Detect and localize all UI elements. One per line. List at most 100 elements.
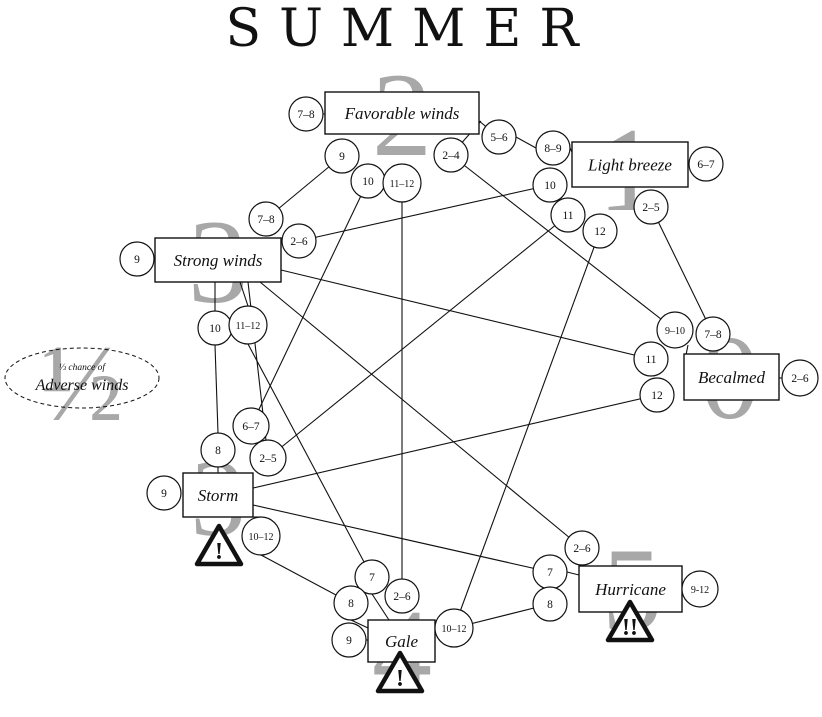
roll-circle	[695, 316, 731, 352]
roll-fav-56: 5–6	[481, 119, 517, 155]
state-favorable: Favorable winds	[324, 91, 480, 135]
roll-label: 11	[645, 354, 656, 366]
state-label: Strong winds	[174, 251, 263, 270]
roll-lb-89: 8–9	[535, 130, 571, 166]
adverse-ellipse	[4, 347, 160, 409]
roll-fav-24: 2–4	[433, 137, 469, 173]
roll-sw-1112: 11–12	[228, 305, 268, 345]
roll-label: 5–6	[490, 132, 508, 144]
state-gale: Gale	[367, 619, 436, 663]
roll-label: 2–4	[442, 150, 460, 162]
adverse-chance-label: ⅓ chance of	[59, 362, 107, 373]
state-storm: Storm	[182, 472, 254, 518]
transition-line	[267, 214, 569, 459]
roll-circle	[384, 578, 420, 614]
exclamation-icon: !!	[622, 615, 638, 641]
transition-line	[566, 571, 580, 576]
roll-label: 7	[547, 567, 553, 579]
transition-line	[252, 504, 551, 573]
roll-fav-9: 9	[324, 138, 360, 174]
roll-circle	[688, 146, 724, 182]
roll-circle	[656, 311, 694, 349]
warning-icon-hurricane: !!	[605, 599, 655, 643]
roll-label: 6–7	[242, 421, 260, 433]
state-label: Light breeze	[587, 156, 672, 175]
roll-circle	[281, 223, 317, 259]
roll-label: 2–6	[791, 373, 809, 385]
roll-label: 9	[339, 151, 345, 163]
roll-lb-11: 11	[550, 197, 586, 233]
roll-circle	[633, 189, 669, 225]
roll-hu-8: 8	[532, 586, 568, 622]
state-box	[154, 237, 282, 283]
roll-lb-12: 12	[582, 213, 618, 249]
roll-label: 11–12	[236, 321, 261, 332]
roll-label: 9–10	[665, 326, 685, 337]
transition-line	[650, 206, 714, 335]
roll-bc-910: 9–10	[656, 311, 694, 349]
transition-line	[259, 281, 583, 549]
transition-line	[515, 136, 537, 149]
roll-label: 2–5	[259, 453, 277, 465]
state-box	[182, 472, 254, 518]
roll-circle	[582, 213, 618, 249]
state-box	[683, 353, 780, 401]
roll-label: 10–12	[442, 624, 467, 635]
roll-circle	[354, 559, 390, 595]
adverse-winds-label: Adverse winds	[35, 377, 129, 394]
transition-line	[453, 230, 601, 629]
roll-label: 8	[547, 599, 553, 611]
transition-line	[350, 619, 369, 629]
transition-line	[450, 154, 676, 331]
roll-circle	[241, 516, 281, 556]
roll-circle	[550, 197, 586, 233]
roll-circle	[232, 407, 270, 445]
roll-ga-9: 9	[331, 622, 367, 658]
roll-circle	[564, 530, 600, 566]
roll-label: 6–7	[697, 159, 715, 171]
roll-label: 2–6	[573, 543, 591, 555]
ghost-numeral-adverse: ½	[41, 322, 124, 444]
warning-triangle-icon	[375, 650, 425, 694]
roll-bc-26: 2–6	[781, 359, 819, 397]
roll-label: 9	[161, 488, 167, 500]
state-box	[324, 91, 480, 135]
roll-label: 8	[215, 445, 221, 457]
roll-circle	[481, 119, 517, 155]
transition-line	[280, 269, 652, 360]
roll-circle	[331, 622, 367, 658]
page-title: SUMMER	[225, 0, 597, 59]
warning-icon-storm: !	[194, 523, 244, 567]
roll-label: 7–8	[297, 109, 315, 121]
state-becalmed: Becalmed	[683, 353, 780, 401]
transition-line	[371, 593, 390, 621]
state-box	[571, 141, 689, 188]
roll-circle	[146, 475, 182, 511]
roll-label: 2–6	[393, 591, 411, 603]
warning-triangle-icon	[605, 599, 655, 643]
roll-label: 9	[346, 635, 352, 647]
roll-lb-25: 2–5	[633, 189, 669, 225]
roll-circle	[228, 305, 268, 345]
roll-label: 2–6	[290, 236, 308, 248]
state-light: Light breeze	[571, 141, 689, 188]
exclamation-icon: !	[215, 539, 223, 565]
roll-label: 10–12	[249, 532, 274, 543]
roll-lb-67: 6–7	[688, 146, 724, 182]
roll-circle	[532, 586, 568, 622]
roll-label: 7–8	[257, 214, 275, 226]
roll-st-8: 8	[200, 432, 236, 468]
adverse-winds: ⅓ chance of Adverse winds	[4, 347, 160, 409]
roll-label: 10	[362, 176, 374, 188]
roll-sw-26: 2–6	[281, 223, 317, 259]
roll-ga-8: 8	[333, 585, 369, 621]
roll-st-25: 2–5	[249, 439, 287, 477]
roll-circle	[433, 137, 469, 173]
state-hurricane: Hurricane	[578, 565, 683, 613]
roll-circle	[639, 377, 675, 413]
roll-circle	[681, 570, 719, 608]
roll-circle	[324, 138, 360, 174]
